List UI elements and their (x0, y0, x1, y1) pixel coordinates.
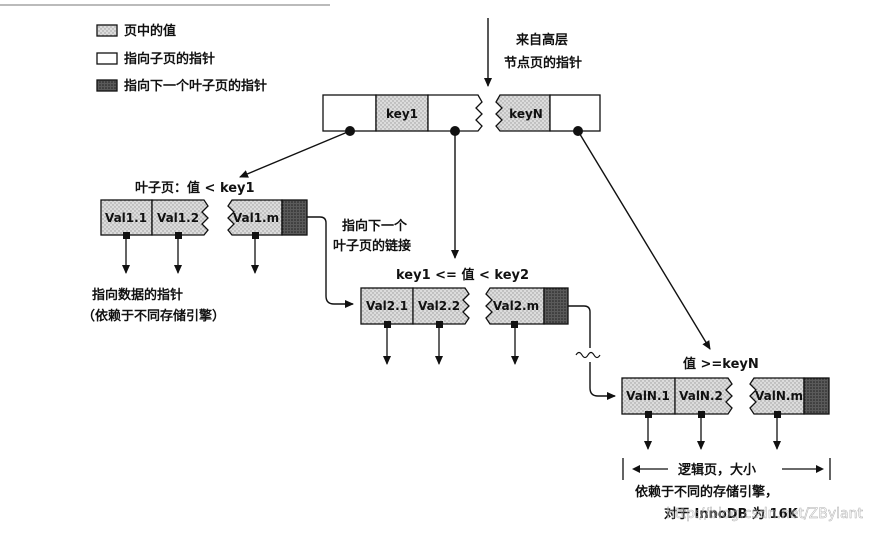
leaf2-data-ptr-2 (436, 321, 443, 328)
child-arrow-leaf1 (239, 130, 351, 178)
watermark-text: http://blog.csdn.net/ZBylant (666, 506, 863, 522)
root-node: key1 keyN (322, 94, 601, 136)
legend: 页中的值 指向子页的指针 指向下一个叶子页的指针 (96, 23, 267, 94)
leaf1-data-ptr-m (252, 232, 259, 239)
leaf2-cell-1 (360, 287, 414, 325)
leaf-link-arrow-2b (589, 362, 616, 400)
legend-value-swatch (96, 24, 118, 37)
root-pointer-cell-right (549, 94, 601, 132)
legend-child-pointer-label: 指向子页的指针 (124, 51, 215, 67)
legend-value-label: 页中的值 (124, 23, 176, 39)
data-pointer-caption-line1: 指向数据的指针 (92, 287, 183, 303)
leafn-data-ptr-2 (698, 411, 705, 418)
leaf-link-arrow-1 (307, 216, 354, 308)
root-pointer-cell-mid (427, 94, 483, 132)
leaf1-node: Val1.1 Val1.2 Val1.m (100, 199, 308, 239)
root-key-last: keyN (509, 107, 543, 121)
leaf2-node: Val2.1 Val2.2 Val2.m (360, 287, 569, 328)
logical-page-caption-line1: 逻辑页，大小 (678, 462, 756, 478)
leaf2-value-2: Val2.2 (418, 299, 460, 313)
leaf1-cell-1 (100, 199, 153, 236)
leaf-link-arrow-2a (568, 305, 591, 348)
data-pointer-caption-line2: （依赖于不同存储引擎） (82, 308, 225, 324)
page-bracket-left-arrowhead (632, 465, 640, 473)
logical-page-caption-line2: 依赖于不同的存储引擎， (635, 484, 778, 500)
legend-child-pointer-swatch (96, 52, 118, 65)
page-bracket-right-arrowhead (816, 465, 824, 473)
child-arrow-leafn (577, 130, 711, 350)
leaf2-value-1: Val2.1 (366, 299, 408, 313)
root-caption-line2: 节点页的指针 (504, 55, 582, 71)
leaf1-value-m: Val1.m (233, 211, 279, 225)
leaf1-value-2: Val1.2 (157, 211, 199, 225)
leaf2-caption: key1 <= 值 < key2 (396, 267, 529, 283)
leafn-value-1: ValN.1 (626, 389, 670, 403)
legend-next-leaf-swatch (96, 79, 118, 92)
leaf1-data-ptr-2 (175, 232, 182, 239)
leafn-caption: 值 >=keyN (683, 356, 759, 372)
leaf2-next-pointer (543, 287, 569, 325)
leaf2-data-ptr-1 (384, 321, 391, 328)
next-link-caption-line2: 叶子页的链接 (333, 238, 411, 254)
link-break-mark (575, 351, 601, 359)
leaf1-caption: 叶子页：值 < key1 (135, 180, 255, 196)
leaf1-next-pointer (281, 199, 308, 236)
leafn-data-ptr-1 (645, 411, 652, 418)
leafn-data-ptr-m (774, 411, 781, 418)
root-pointer-cell-left (322, 94, 377, 132)
leafn-value-2: ValN.2 (679, 389, 723, 403)
root-caption-line1: 来自高层 (515, 32, 568, 48)
leafn-node: ValN.1 ValN.2 ValN.m (621, 377, 830, 418)
leaf2-value-m: Val2.m (493, 299, 539, 313)
leafn-value-m: ValN.m (755, 389, 803, 403)
leaf2-data-ptr-m (511, 321, 518, 328)
leaf1-value-1: Val1.1 (105, 211, 147, 225)
leafn-next-pointer (803, 377, 830, 415)
leaf1-data-ptr-1 (123, 232, 130, 239)
next-link-caption-line1: 指向下一个 (342, 218, 408, 234)
legend-next-leaf-label: 指向下一个叶子页的指针 (124, 78, 267, 94)
root-key-first: key1 (386, 107, 418, 121)
logical-page-caption-line3: 对于 InnoDB 为 16K (664, 506, 799, 522)
